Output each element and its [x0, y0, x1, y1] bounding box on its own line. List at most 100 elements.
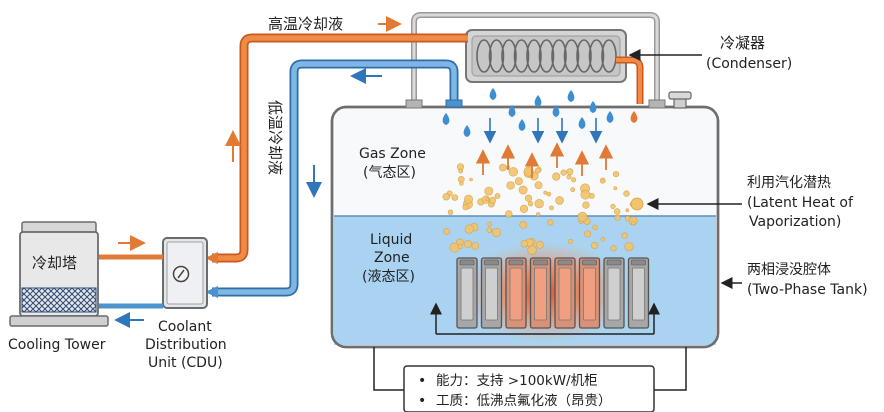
relief-valve — [668, 91, 692, 109]
coil-loop — [551, 39, 567, 73]
vapor-bubble — [610, 245, 617, 252]
vapor-bubble — [463, 240, 472, 249]
notes-connectors — [373, 347, 687, 391]
coil-loop — [501, 39, 517, 73]
vapor-bubble — [485, 197, 490, 202]
liquid-zone-label-en-1: Liquid — [370, 232, 412, 248]
liquid-zone-label-cn: (液态区) — [362, 269, 415, 285]
coil-loop — [513, 39, 530, 73]
vapor-bubble — [505, 210, 513, 218]
vapor-bubble — [610, 203, 616, 209]
vapor-bubble — [486, 227, 493, 233]
coil-loop — [601, 39, 617, 73]
vapor-bubble — [519, 204, 529, 213]
vapor-bubble — [520, 240, 528, 248]
server-blade-slot — [534, 267, 547, 321]
vapor-bubble — [471, 242, 480, 250]
server-blade-slot — [509, 267, 523, 321]
vapor-bubble — [464, 224, 474, 234]
flow-direction-arrows — [114, 16, 402, 328]
coil-loop — [538, 39, 555, 73]
condensate-droplet — [534, 95, 542, 107]
cdu-unit — [162, 237, 208, 309]
vapor-bubble — [484, 186, 494, 196]
server-blade-handle — [557, 259, 573, 266]
vapor-bubble — [443, 228, 450, 235]
condensate-droplet — [567, 90, 575, 102]
vapor-bubble — [624, 215, 631, 222]
gas-zone-label-en: Gas Zone — [359, 146, 426, 162]
note-2-text: 工质：低沸点氟化液（昂贵） — [436, 393, 612, 409]
vapor-bubble — [508, 167, 518, 177]
note-1-bullet: • — [418, 373, 426, 389]
vapor-bubble — [524, 194, 533, 202]
vapor-rising-arrows — [475, 142, 614, 178]
server-rack — [456, 257, 650, 329]
server-blade-handle — [508, 259, 524, 266]
vapor-bubble — [630, 220, 636, 226]
condensate-droplet — [552, 105, 560, 117]
vapor-bubble — [494, 193, 501, 199]
condensate-droplets — [442, 88, 638, 137]
vapor-bubble — [543, 190, 548, 195]
condensate-droplet — [442, 113, 450, 125]
condensate-droplet — [606, 111, 614, 123]
vapor-bubble — [491, 227, 502, 238]
server-blade-handle — [533, 259, 548, 266]
vapor-bubble — [599, 177, 606, 184]
vapor-bubble — [560, 169, 567, 176]
vapor-bubble — [570, 187, 576, 193]
vapor-bubble — [614, 214, 621, 221]
latent-heat-label-en-2: Vaporization) — [749, 214, 841, 230]
cooling-tower-label-en: Cooling Tower — [8, 337, 106, 353]
condensate-droplet — [508, 105, 516, 117]
vapor-bubble — [535, 240, 544, 249]
vapor-bubble — [592, 224, 598, 231]
vapor-bubble — [590, 241, 599, 250]
server-blade-slot — [583, 267, 596, 321]
cdu-label-1: Coolant — [158, 319, 212, 335]
gas-zone-label-cn: (气态区) — [363, 165, 416, 181]
tank-label-en: (Two-Phase Tank) — [747, 282, 868, 298]
server-blade-handle — [606, 259, 622, 266]
coil-loop — [526, 39, 542, 73]
vapor-bubble — [613, 186, 618, 191]
vapor-bubble — [580, 189, 591, 200]
vapor-bubble — [447, 209, 454, 215]
coil-loop — [576, 39, 592, 73]
liquid-circulation-arrows — [430, 302, 660, 335]
note-2-bullet: • — [418, 393, 426, 409]
condensate-droplet — [578, 117, 586, 129]
vapor-bubble — [442, 193, 450, 201]
cooling-tower-label-cn: 冷却塔 — [32, 254, 77, 272]
coil-loop — [588, 39, 605, 73]
vapor-bubble — [519, 220, 528, 229]
vapor-bubble — [566, 168, 574, 176]
condensate-droplet — [489, 88, 497, 100]
vapor-bubble — [527, 201, 534, 207]
condensate-droplet — [589, 101, 597, 113]
vapor-bubble — [552, 172, 561, 181]
notes-box — [403, 365, 655, 412]
server-blade-handle — [459, 259, 475, 266]
vapor-bubble — [527, 245, 537, 255]
vapor-bubble — [625, 208, 630, 213]
vapor-bubble — [487, 221, 493, 227]
server-blade-slot — [460, 267, 474, 321]
cooling-tower-fill-mesh — [21, 287, 97, 313]
cold-coolant-label: 低温冷却液 — [266, 100, 284, 175]
vapor-bubble — [547, 219, 554, 226]
vapor-bubble — [489, 196, 497, 204]
vapor-bubble — [451, 194, 459, 201]
callout-arrows — [628, 49, 742, 289]
vapor-bubble — [546, 191, 552, 197]
vapor-bubble — [534, 199, 544, 209]
vapor-bubble — [567, 238, 574, 245]
vapor-bubbles — [442, 163, 644, 255]
vapor-bubble — [535, 212, 541, 217]
vapor-bubble — [612, 171, 620, 178]
vapor-bubble — [514, 177, 523, 186]
coil-loop — [563, 39, 580, 73]
